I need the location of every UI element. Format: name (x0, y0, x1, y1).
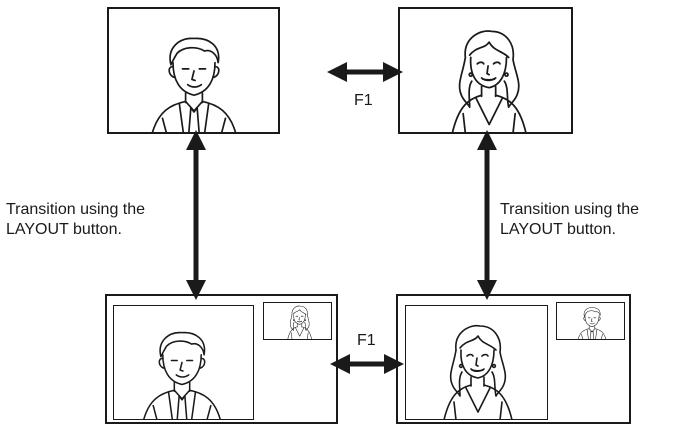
inset-window (556, 302, 625, 340)
inset-window (263, 302, 332, 340)
transition-right-line1: Transition using the (500, 201, 640, 218)
screen-single-woman (398, 7, 573, 134)
screen-pip-man-main (105, 294, 338, 424)
transition-left-line2: LAYOUT button. (6, 221, 122, 238)
screen-pip-woman-main (396, 294, 631, 424)
transition-label-right: Transition using the LAYOUT button. (500, 200, 639, 240)
f1-label-top: F1 (354, 92, 373, 109)
transition-left-line1: Transition using the (6, 201, 146, 218)
f1-label-bottom: F1 (357, 332, 376, 349)
main-window (113, 305, 254, 420)
transition-label-left: Transition using the LAYOUT button. (6, 200, 145, 240)
transition-right-line2: LAYOUT button. (500, 221, 616, 238)
screen-single-man (107, 7, 280, 134)
main-window (405, 305, 548, 420)
